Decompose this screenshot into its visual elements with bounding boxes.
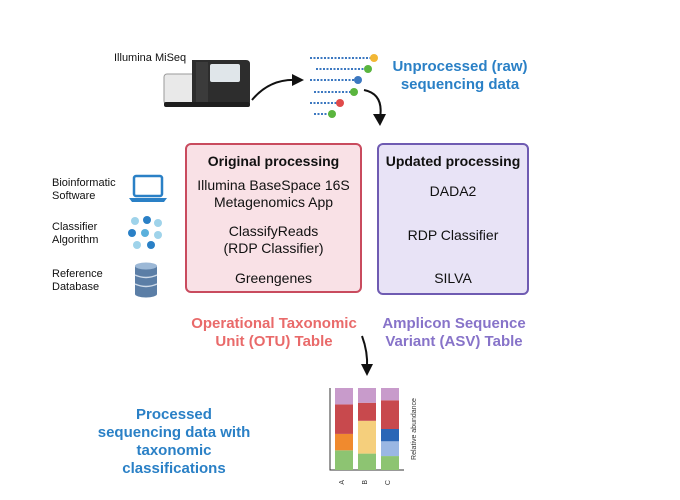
updated-software: DADA2 [429, 183, 477, 199]
sequencer-label: Illumina MiSeq [114, 52, 187, 64]
bar-segment [335, 450, 353, 470]
original-classifier: ClassifyReads(RDP Classifier) [223, 223, 324, 256]
bar-segment [381, 400, 399, 429]
bar-segment [381, 388, 399, 401]
curved-arrow-icon [251, 74, 304, 101]
bar-segment [381, 456, 399, 470]
updated-classifier: RDP Classifier [407, 227, 499, 243]
updated-processing-box: Updated processing DADA2 RDP Classifier … [377, 143, 529, 295]
x-tick-label: B [362, 480, 369, 485]
updated-processing-title: Updated processing [385, 153, 521, 169]
bar-segment [335, 404, 353, 434]
bar-segment [358, 388, 376, 403]
original-processing-box: Original processing Illumina BaseSpace 1… [185, 143, 362, 293]
raw-data-label: Unprocessed (raw) sequencing data [392, 58, 528, 93]
updated-database: SILVA [434, 270, 472, 286]
bar-segment [335, 388, 353, 405]
database-icon [134, 262, 158, 298]
x-tick-label: C [385, 480, 392, 485]
bar-segment [335, 433, 353, 451]
bar-segment [358, 402, 376, 421]
down-arrow-to-chart-icon [361, 335, 373, 376]
x-tick-label: A [339, 480, 346, 485]
bar-segment [381, 441, 399, 457]
abundance-chart: A B C Relative abundance [329, 388, 418, 485]
y-axis-label: Relative abundance [411, 398, 418, 460]
bar-segment [358, 453, 376, 470]
original-processing-title: Original processing [207, 153, 340, 169]
raw-reads-icon [310, 54, 378, 118]
classifier-dots-icon [128, 216, 162, 249]
processed-data-label: Processed sequencing data with taxonomic… [97, 406, 251, 477]
bar-segment [381, 429, 399, 442]
down-arrow-icon [363, 89, 386, 126]
original-database: Greengenes [234, 270, 313, 286]
bar-segment [358, 420, 376, 454]
chart-axis [329, 388, 404, 471]
sequencer-icon [163, 60, 250, 107]
laptop-icon [129, 174, 167, 202]
